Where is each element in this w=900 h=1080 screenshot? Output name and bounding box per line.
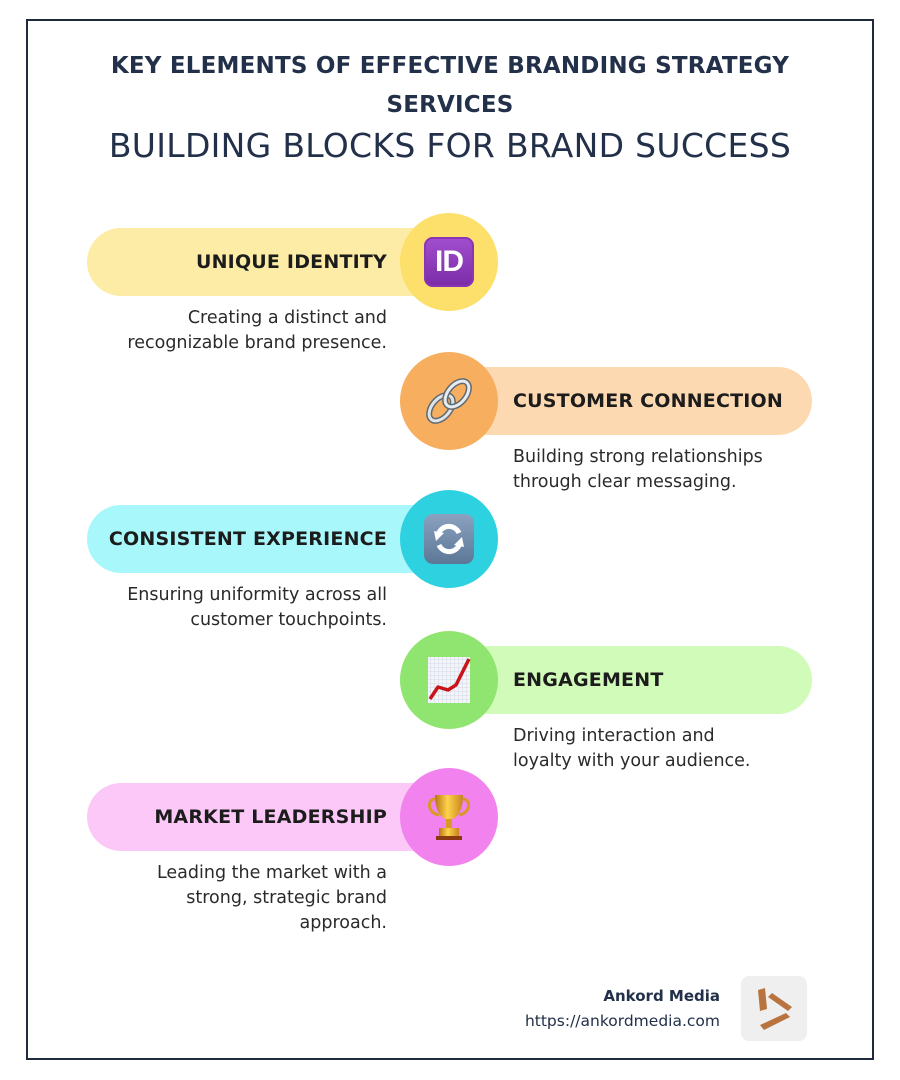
title-line-1: KEY ELEMENTS OF EFFECTIVE BRANDING STRAT… bbox=[110, 53, 790, 79]
description-line: approach. bbox=[299, 913, 387, 933]
icon-circle bbox=[400, 490, 498, 588]
element-unique-identity: UNIQUE IDENTITY ID Creating a distinct a… bbox=[0, 212, 900, 353]
company-url[interactable]: https://ankordmedia.com bbox=[524, 1012, 720, 1030]
id-button-icon: ID bbox=[424, 237, 474, 287]
description-line: loyalty with your audience. bbox=[513, 751, 751, 771]
element-consistent-experience: CONSISTENT EXPERIENCE Ensuring uniformit… bbox=[0, 489, 900, 630]
logo-triangle-icon bbox=[758, 987, 792, 1030]
element-engagement: ENGAGEMENT Driving interaction and loyal… bbox=[0, 630, 900, 771]
subtitle: BUILDING BLOCKS FOR BRAND SUCCESS bbox=[108, 126, 792, 165]
item-label: CUSTOMER CONNECTION bbox=[513, 390, 784, 412]
description-line: Building strong relationships bbox=[513, 447, 763, 467]
trophy-icon bbox=[428, 795, 470, 840]
element-market-leadership: MARKET LEADERSHIP Leading the market wit… bbox=[0, 767, 900, 933]
chart-increasing-icon bbox=[428, 657, 471, 703]
item-description: Ensuring uniformity across all customer … bbox=[127, 583, 387, 633]
element-customer-connection: CUSTOMER CONNECTION Building strong rela… bbox=[0, 351, 900, 492]
icon-circle: ID bbox=[400, 213, 498, 311]
description-line: recognizable brand presence. bbox=[127, 333, 387, 353]
icon-circle bbox=[400, 768, 498, 866]
description-line: strong, strategic brand bbox=[186, 888, 387, 908]
title-line-2: SERVICES bbox=[386, 92, 514, 118]
item-label: ENGAGEMENT bbox=[513, 669, 664, 691]
refresh-arrows-icon bbox=[424, 514, 474, 564]
company-name: Ankord Media bbox=[603, 987, 720, 1005]
main-title: KEY ELEMENTS OF EFFECTIVE BRANDING STRAT… bbox=[0, 47, 900, 125]
item-description: Driving interaction and loyalty with you… bbox=[513, 724, 751, 774]
ankord-media-logo bbox=[741, 976, 807, 1041]
item-description: Leading the market with a strong, strate… bbox=[157, 861, 387, 936]
item-label: CONSISTENT EXPERIENCE bbox=[108, 528, 387, 550]
description-line: Creating a distinct and bbox=[187, 308, 387, 328]
description-line: Ensuring uniformity across all bbox=[127, 585, 387, 605]
item-description: Creating a distinct and recognizable bra… bbox=[127, 306, 387, 356]
chain-link-icon bbox=[426, 378, 472, 424]
description-line: customer touchpoints. bbox=[190, 610, 387, 630]
item-label: MARKET LEADERSHIP bbox=[154, 806, 387, 828]
description-line: Driving interaction and bbox=[513, 726, 715, 746]
item-label: UNIQUE IDENTITY bbox=[195, 251, 387, 273]
icon-circle bbox=[400, 352, 498, 450]
description-line: through clear messaging. bbox=[513, 472, 737, 492]
icon-circle bbox=[400, 631, 498, 729]
description-line: Leading the market with a bbox=[156, 863, 387, 883]
item-description: Building strong relationships through cl… bbox=[513, 445, 763, 495]
